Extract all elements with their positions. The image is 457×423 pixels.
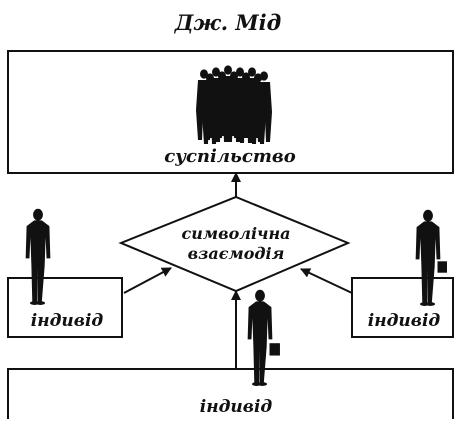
individual-box-bottom [7,368,454,423]
individual-label-left: індивід [31,311,104,331]
arrow-right-individual-to-interaction [300,268,353,294]
standing-man-icon [25,208,51,305]
individual-box-left [7,277,123,338]
individual-label-bottom: індивід [200,397,273,417]
interaction-label-line2: взаємодія [188,244,285,263]
crowd-of-people-icon [196,65,272,144]
individual-box-right [351,277,454,338]
arrow-left-individual-to-interaction [123,267,172,294]
man-with-briefcase-icon [415,209,447,306]
individual-label-right: індивід [368,311,441,331]
man-with-briefcase-icon [247,289,280,386]
diagram-title: Дж. Мід [174,10,282,35]
society-box [7,50,454,174]
society-label: суспільство [164,146,296,167]
interaction-label-line1: символічна [181,224,290,243]
